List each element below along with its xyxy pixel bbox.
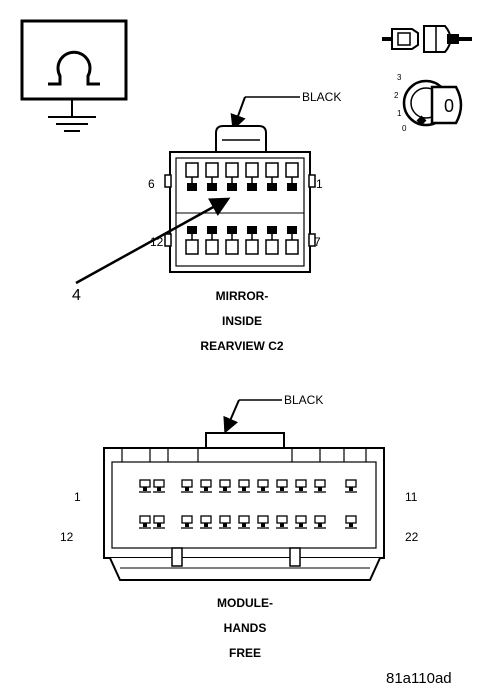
disconnected-connector-icon bbox=[382, 25, 472, 53]
hf-pin-label-bottom-left: 12 bbox=[60, 530, 74, 544]
ignition-position-2: 2 bbox=[394, 91, 399, 100]
hf-pin-cavity bbox=[276, 479, 288, 493]
connector-hands-free-module: BLACK 1 11 12 22 MODULE- HANDS FREE bbox=[60, 393, 419, 660]
c2-pin-cavity bbox=[185, 162, 199, 191]
connector-mirror-c2: BLACK 6 1 12 7 4 MIRROR- INSIDE REARVIEW… bbox=[72, 90, 341, 353]
c2-pin-cavity bbox=[245, 162, 259, 191]
hf-pin-cavity bbox=[238, 479, 250, 493]
c2-pin-label-top-right: 1 bbox=[316, 177, 323, 191]
c2-pin-cavity bbox=[245, 226, 259, 255]
hf-pin-cavity bbox=[153, 515, 165, 529]
hf-pin-label-top-left: 1 bbox=[74, 490, 81, 504]
hf-pin-row-top bbox=[139, 479, 357, 493]
c2-pin-label-bottom-right: 7 bbox=[314, 235, 321, 249]
c2-caption-line-1: MIRROR- bbox=[216, 289, 269, 303]
c2-pin-row-top bbox=[185, 162, 299, 191]
figure-id: 81a110ad bbox=[386, 670, 452, 687]
c2-pin-cavity bbox=[265, 162, 279, 191]
ignition-position-3: 3 bbox=[397, 73, 402, 82]
c2-pin-cavity bbox=[185, 226, 199, 255]
c2-caption-line-2: INSIDE bbox=[222, 314, 262, 328]
c2-pin-label-bottom-left: 12 bbox=[150, 235, 164, 249]
c2-pin-cavity bbox=[285, 226, 299, 255]
hf-pin-cavity bbox=[219, 479, 231, 493]
ignition-position-1: 1 bbox=[397, 109, 402, 118]
ignition-position-0: 0 bbox=[402, 124, 407, 133]
hf-pin-row-bottom bbox=[139, 515, 357, 529]
hf-pin-cavity bbox=[295, 479, 307, 493]
c2-pin-cavity bbox=[205, 226, 219, 255]
c2-pin-row-bottom bbox=[185, 226, 299, 255]
hf-pin-label-bottom-right: 22 bbox=[405, 530, 419, 544]
hf-pin-label-top-right: 11 bbox=[405, 490, 418, 504]
hf-pin-cavity bbox=[181, 515, 193, 529]
c2-pin-cavity bbox=[285, 162, 299, 191]
hf-pin-cavity bbox=[314, 479, 326, 493]
hf-pin-cavity bbox=[200, 515, 212, 529]
hf-caption-line-1: MODULE- bbox=[217, 596, 273, 610]
ignition-key-icon: 3 2 1 0 0 bbox=[394, 73, 463, 133]
hf-pin-cavity bbox=[238, 515, 250, 529]
c2-pin-label-top-left: 6 bbox=[148, 177, 155, 191]
c2-callout-number: 4 bbox=[72, 287, 81, 304]
ignition-key-label: 0 bbox=[444, 96, 454, 116]
hf-pin-cavity bbox=[153, 479, 165, 493]
hf-pin-cavity bbox=[219, 515, 231, 529]
c2-pin-cavity bbox=[225, 226, 239, 255]
hf-pin-cavity bbox=[257, 479, 269, 493]
hf-caption-line-2: HANDS bbox=[224, 621, 267, 635]
hf-pin-cavity bbox=[295, 515, 307, 529]
hf-pin-cavity bbox=[345, 479, 357, 493]
hf-pin-cavity bbox=[276, 515, 288, 529]
hf-caption-line-3: FREE bbox=[229, 646, 261, 660]
c2-pin-cavity bbox=[205, 162, 219, 191]
hf-pin-cavity bbox=[139, 515, 151, 529]
ohmmeter-ground-icon bbox=[20, 19, 128, 132]
c2-pin-cavity bbox=[225, 162, 239, 191]
c2-wire-color: BLACK bbox=[302, 90, 341, 104]
c2-pin-cavity bbox=[265, 226, 279, 255]
hf-pin-cavity bbox=[257, 515, 269, 529]
c2-caption-line-3: REARVIEW C2 bbox=[200, 339, 283, 353]
hf-pin-cavity bbox=[139, 479, 151, 493]
hf-wire-color: BLACK bbox=[284, 393, 323, 407]
hf-pin-cavity bbox=[181, 479, 193, 493]
hf-pin-cavity bbox=[200, 479, 212, 493]
hf-pin-cavity bbox=[314, 515, 326, 529]
hf-pin-cavity bbox=[345, 515, 357, 529]
